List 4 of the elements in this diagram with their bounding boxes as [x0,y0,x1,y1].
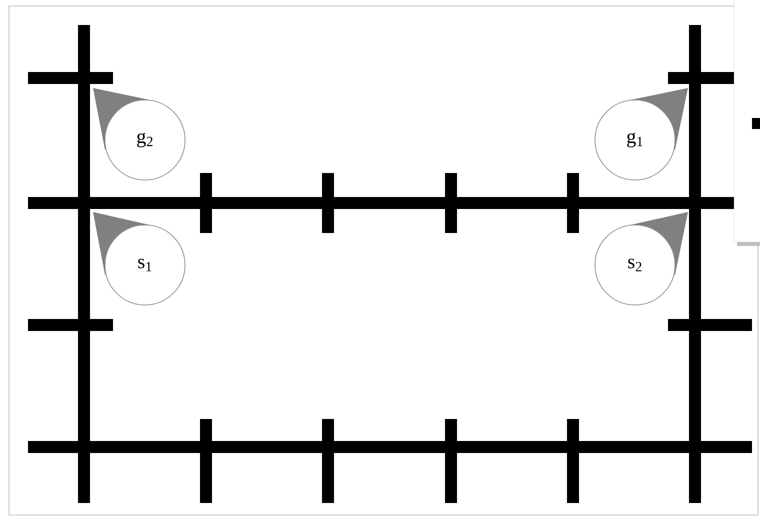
callout-bubble: s$_{1}$ [93,212,186,306]
callout-bubble: s$_{2}$ [594,212,688,306]
callout-bubble: g$_{1}$ [594,88,688,180]
callout-bubble: g$_{2}$ [93,88,186,180]
